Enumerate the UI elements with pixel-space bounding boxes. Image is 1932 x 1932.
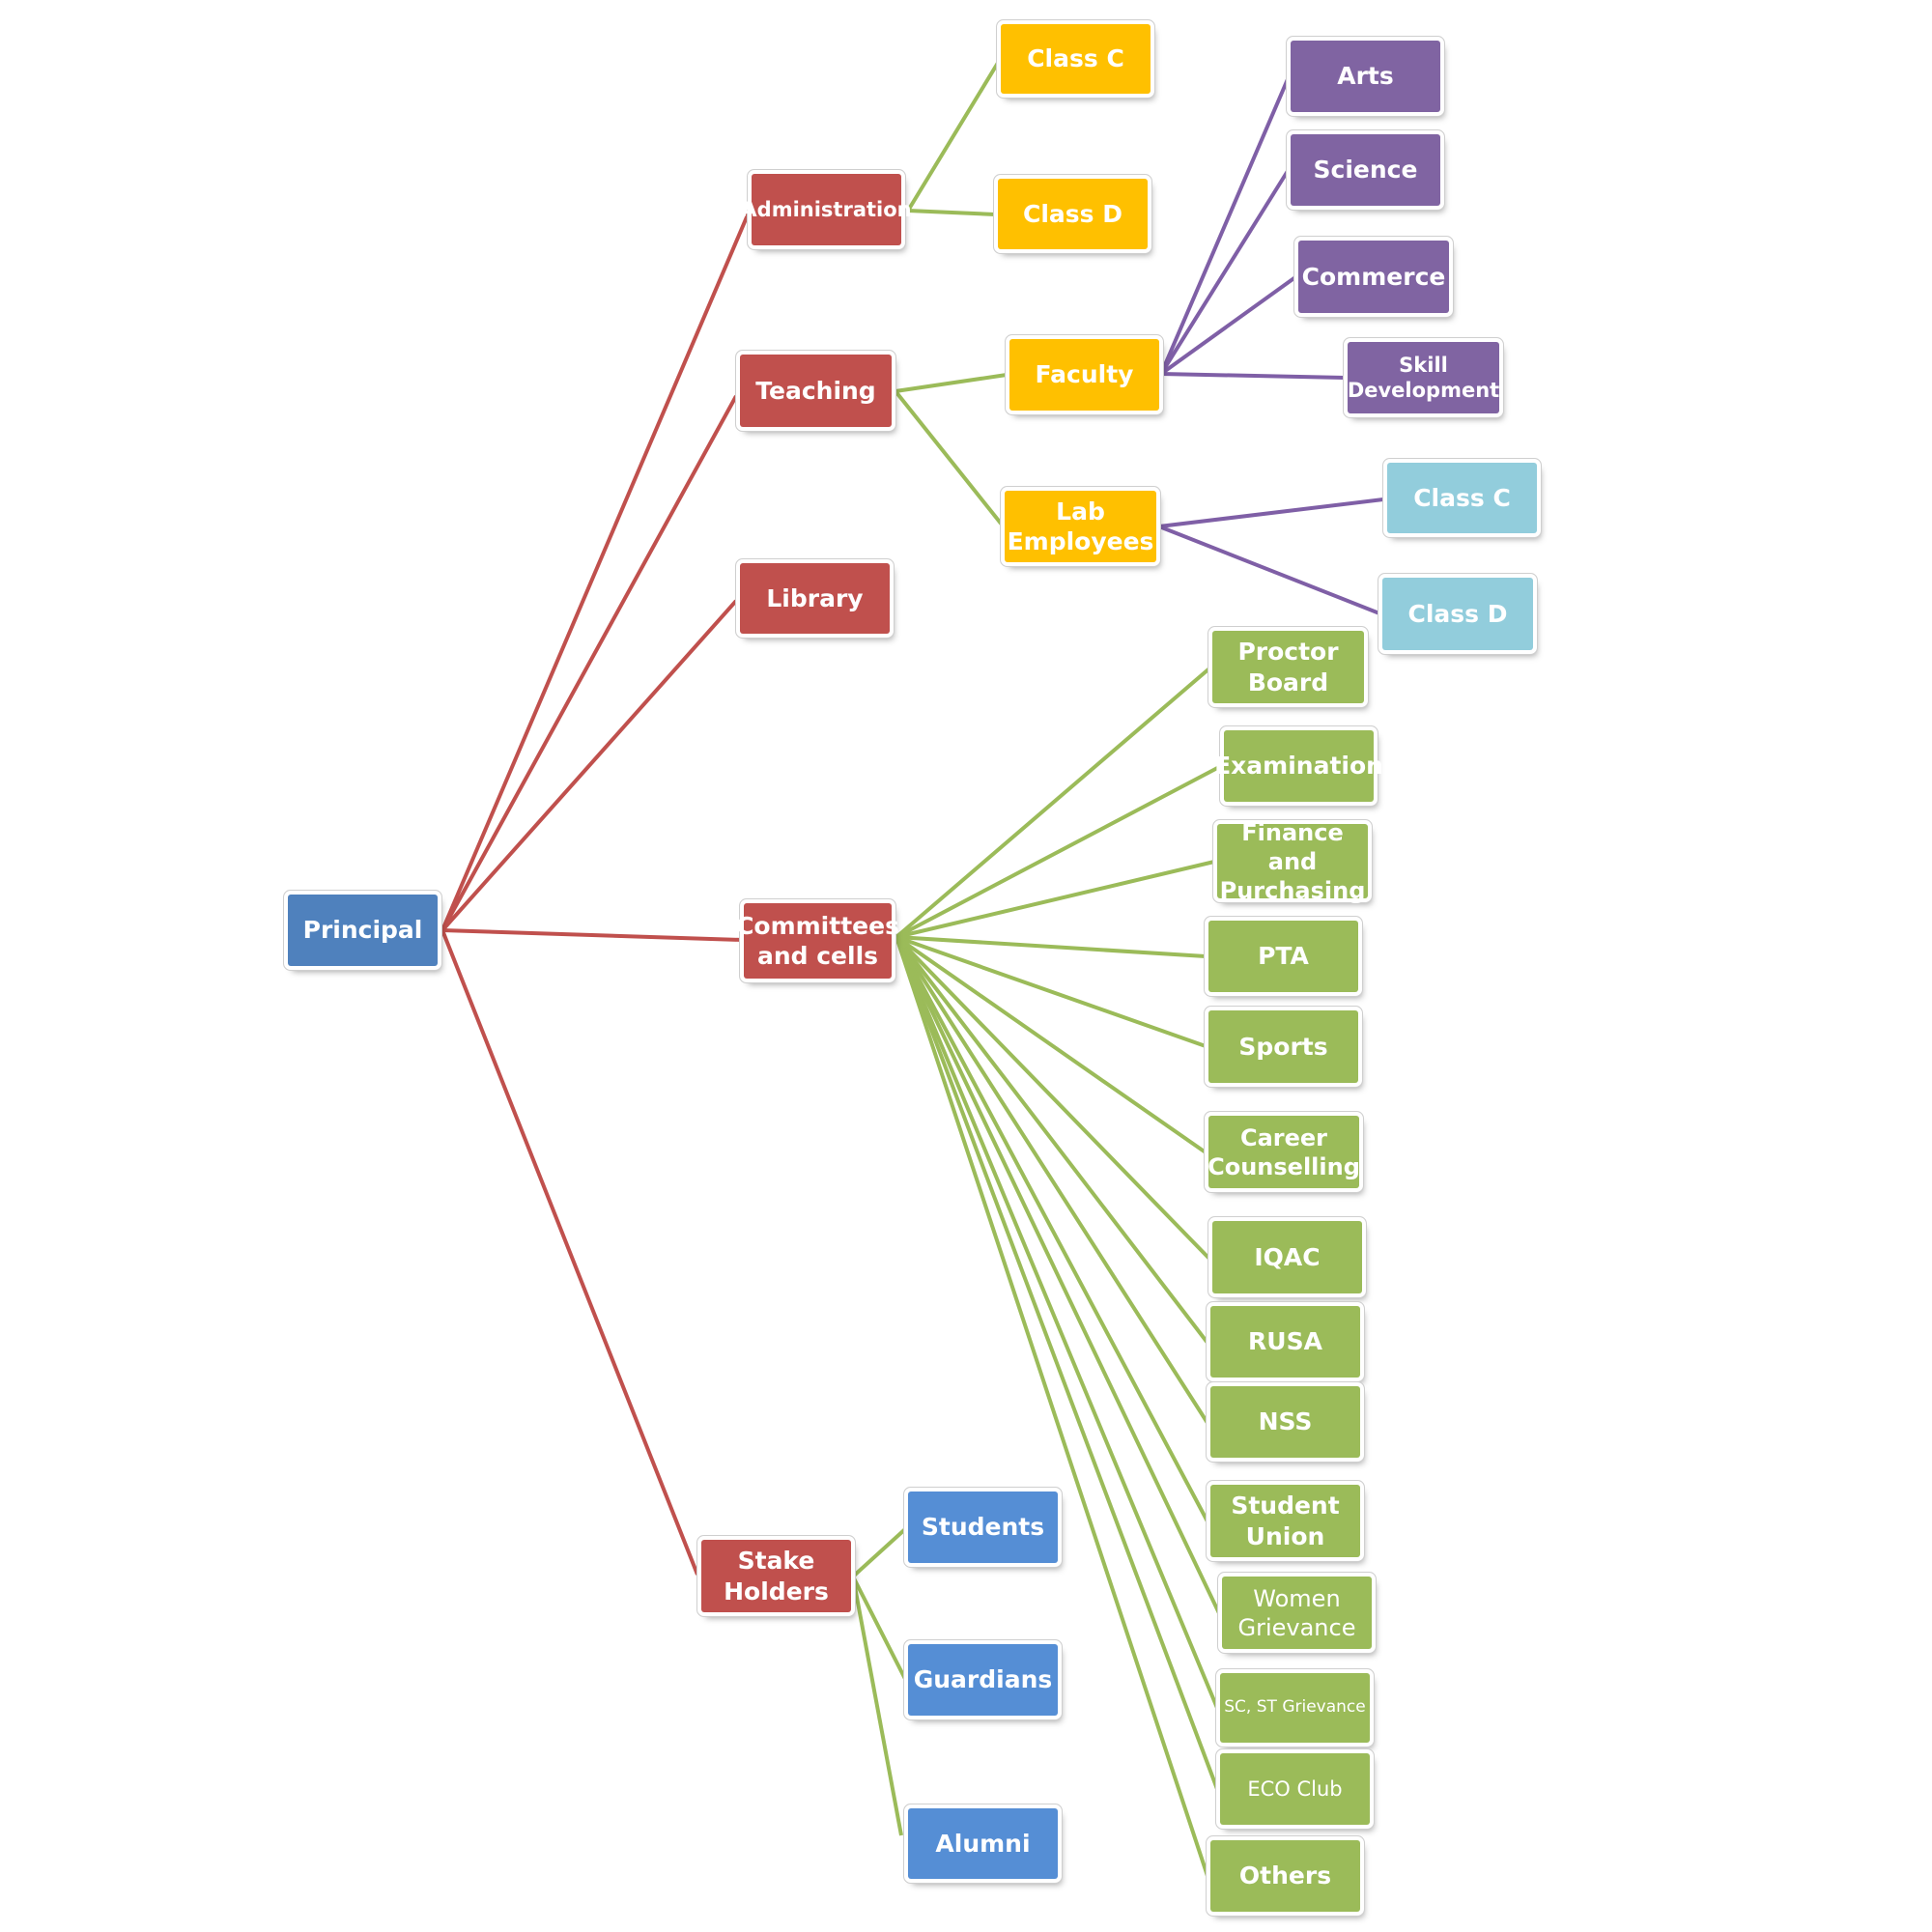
node-women-grievance[interactable]: Women Grievance bbox=[1222, 1577, 1372, 1649]
edge-faculty-skill bbox=[1160, 372, 1346, 380]
edge-committees-iqac bbox=[895, 935, 1211, 1261]
node-lab-employees[interactable]: Lab Employees bbox=[1005, 491, 1156, 562]
edge-committees-proctor bbox=[895, 667, 1211, 939]
edge-committees-women bbox=[895, 936, 1221, 1614]
edge-committees-sports bbox=[895, 935, 1207, 1048]
edge-committees-nss bbox=[895, 935, 1209, 1425]
node-proctor-board[interactable]: Proctor Board bbox=[1212, 631, 1364, 703]
node-guardians[interactable]: Guardians bbox=[908, 1644, 1058, 1716]
node-teaching[interactable]: Teaching bbox=[740, 355, 892, 427]
node-pta[interactable]: PTA bbox=[1208, 921, 1358, 992]
edge-teaching-faculty bbox=[895, 373, 1008, 393]
node-nss[interactable]: NSS bbox=[1210, 1386, 1360, 1458]
edge-committees-others bbox=[895, 936, 1209, 1877]
node-eco-club[interactable]: ECO Club bbox=[1220, 1753, 1370, 1825]
edge-principal-library bbox=[440, 599, 738, 932]
level2-connectors bbox=[894, 61, 1008, 526]
node-examination[interactable]: Examination bbox=[1214, 730, 1383, 802]
edge-faculty-arts bbox=[1159, 78, 1290, 375]
level3-connectors bbox=[1158, 78, 1384, 615]
edge-teaching-lab bbox=[894, 389, 1004, 526]
node-sports[interactable]: Sports bbox=[1208, 1010, 1358, 1083]
edge-committees-scst bbox=[895, 936, 1219, 1709]
node-faculty[interactable]: Faculty bbox=[1009, 339, 1159, 411]
node-admin-class-d[interactable]: Class D bbox=[998, 179, 1148, 249]
edge-principal-committees bbox=[441, 928, 743, 942]
node-rusa[interactable]: RUSA bbox=[1210, 1306, 1360, 1378]
node-administration[interactable]: Administration bbox=[741, 174, 912, 245]
node-lab-class-d[interactable]: Class D bbox=[1382, 578, 1533, 650]
node-scst-grievance[interactable]: SC, ST Grievance bbox=[1220, 1673, 1370, 1743]
edge-lab-classd bbox=[1158, 525, 1380, 615]
edge-admin-classd bbox=[907, 209, 996, 216]
edge-principal-administration bbox=[440, 212, 751, 931]
edge-principal-stakeholders bbox=[440, 929, 699, 1576]
edge-committees-career bbox=[895, 935, 1208, 1154]
edge-principal-teaching bbox=[440, 395, 738, 931]
node-principal[interactable]: Principal bbox=[288, 895, 438, 966]
node-lab-class-c[interactable]: Class C bbox=[1387, 463, 1537, 533]
node-admin-class-c[interactable]: Class C bbox=[1001, 24, 1151, 94]
edge-faculty-commerce bbox=[1159, 275, 1297, 376]
node-science[interactable]: Science bbox=[1291, 134, 1440, 206]
edge-committees-finance bbox=[895, 860, 1215, 939]
principal-connectors bbox=[440, 212, 751, 1576]
node-iqac[interactable]: IQAC bbox=[1212, 1221, 1362, 1293]
edge-stake-students bbox=[851, 1527, 907, 1578]
stakeholder-connectors bbox=[851, 1527, 907, 1836]
node-finance-purchasing[interactable]: Finance and Purchasing bbox=[1217, 819, 1368, 904]
edge-lab-classc bbox=[1158, 497, 1384, 528]
node-skill-development[interactable]: Skill Development bbox=[1348, 342, 1499, 413]
committee-connectors bbox=[895, 667, 1222, 1877]
node-student-union[interactable]: Student Union bbox=[1210, 1485, 1360, 1557]
node-library[interactable]: Library bbox=[740, 563, 890, 634]
node-career-counselling[interactable]: Career Counselling bbox=[1208, 1116, 1360, 1188]
node-others[interactable]: Others bbox=[1210, 1840, 1360, 1912]
edge-committees-rusa bbox=[895, 935, 1209, 1345]
node-stakeholders[interactable]: Stake Holders bbox=[701, 1540, 851, 1612]
node-committees[interactable]: Committees and cells bbox=[736, 903, 899, 979]
edge-stake-alumni bbox=[851, 1576, 903, 1836]
node-alumni[interactable]: Alumni bbox=[908, 1808, 1058, 1879]
edge-stake-guardians bbox=[851, 1576, 907, 1680]
node-students[interactable]: Students bbox=[908, 1492, 1058, 1563]
node-arts[interactable]: Arts bbox=[1291, 41, 1440, 112]
edge-committees-pta bbox=[895, 935, 1207, 958]
edge-faculty-science bbox=[1159, 169, 1290, 376]
node-commerce[interactable]: Commerce bbox=[1298, 241, 1449, 313]
edge-committees-examination bbox=[895, 764, 1222, 939]
edge-committees-eco bbox=[895, 936, 1219, 1790]
edge-admin-classc bbox=[906, 61, 1000, 213]
edge-committees-union bbox=[895, 936, 1209, 1522]
